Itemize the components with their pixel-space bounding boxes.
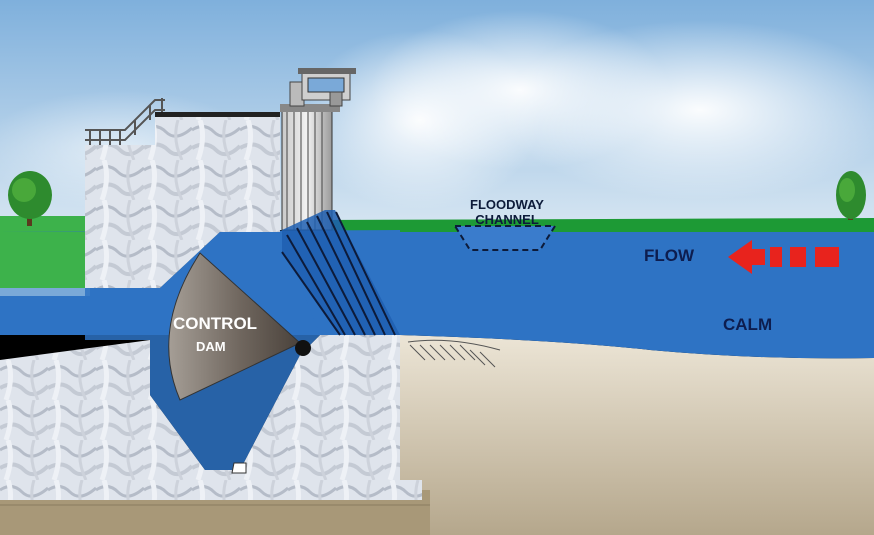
- calm-label: CALM: [723, 315, 773, 334]
- tree-left-icon: [8, 171, 52, 226]
- control-tower: [280, 68, 356, 231]
- ground-base: [0, 490, 430, 535]
- ground: [380, 335, 874, 535]
- railing: [85, 98, 165, 145]
- flow-label: FLOW: [644, 246, 695, 265]
- dam-label: DAM: [196, 339, 226, 354]
- clouds: [0, 10, 874, 210]
- floodway-channel: [453, 225, 557, 251]
- dam-crest: [155, 112, 280, 117]
- gate-pivot: [295, 340, 311, 356]
- flow-arrow-icon: [728, 240, 839, 274]
- dam-lower-block: [0, 335, 422, 500]
- floodway-text: FLOODWAY: [470, 197, 544, 212]
- gate-sill: [231, 462, 247, 474]
- control-gate: [168, 252, 301, 401]
- control-label: CONTROL: [173, 314, 258, 333]
- channel-text: CHANNEL: [475, 212, 539, 227]
- floodway-channel-label: FLOODWAY CHANNEL: [0, 197, 874, 227]
- left-water-surface: [0, 288, 90, 296]
- tree-right-icon: [836, 171, 866, 220]
- dam-upper-block: [85, 115, 280, 288]
- left-grass: [0, 216, 90, 288]
- gate-slope: [281, 210, 400, 336]
- reservoir-water: [0, 230, 874, 359]
- ground-hatching: [0, 339, 501, 506]
